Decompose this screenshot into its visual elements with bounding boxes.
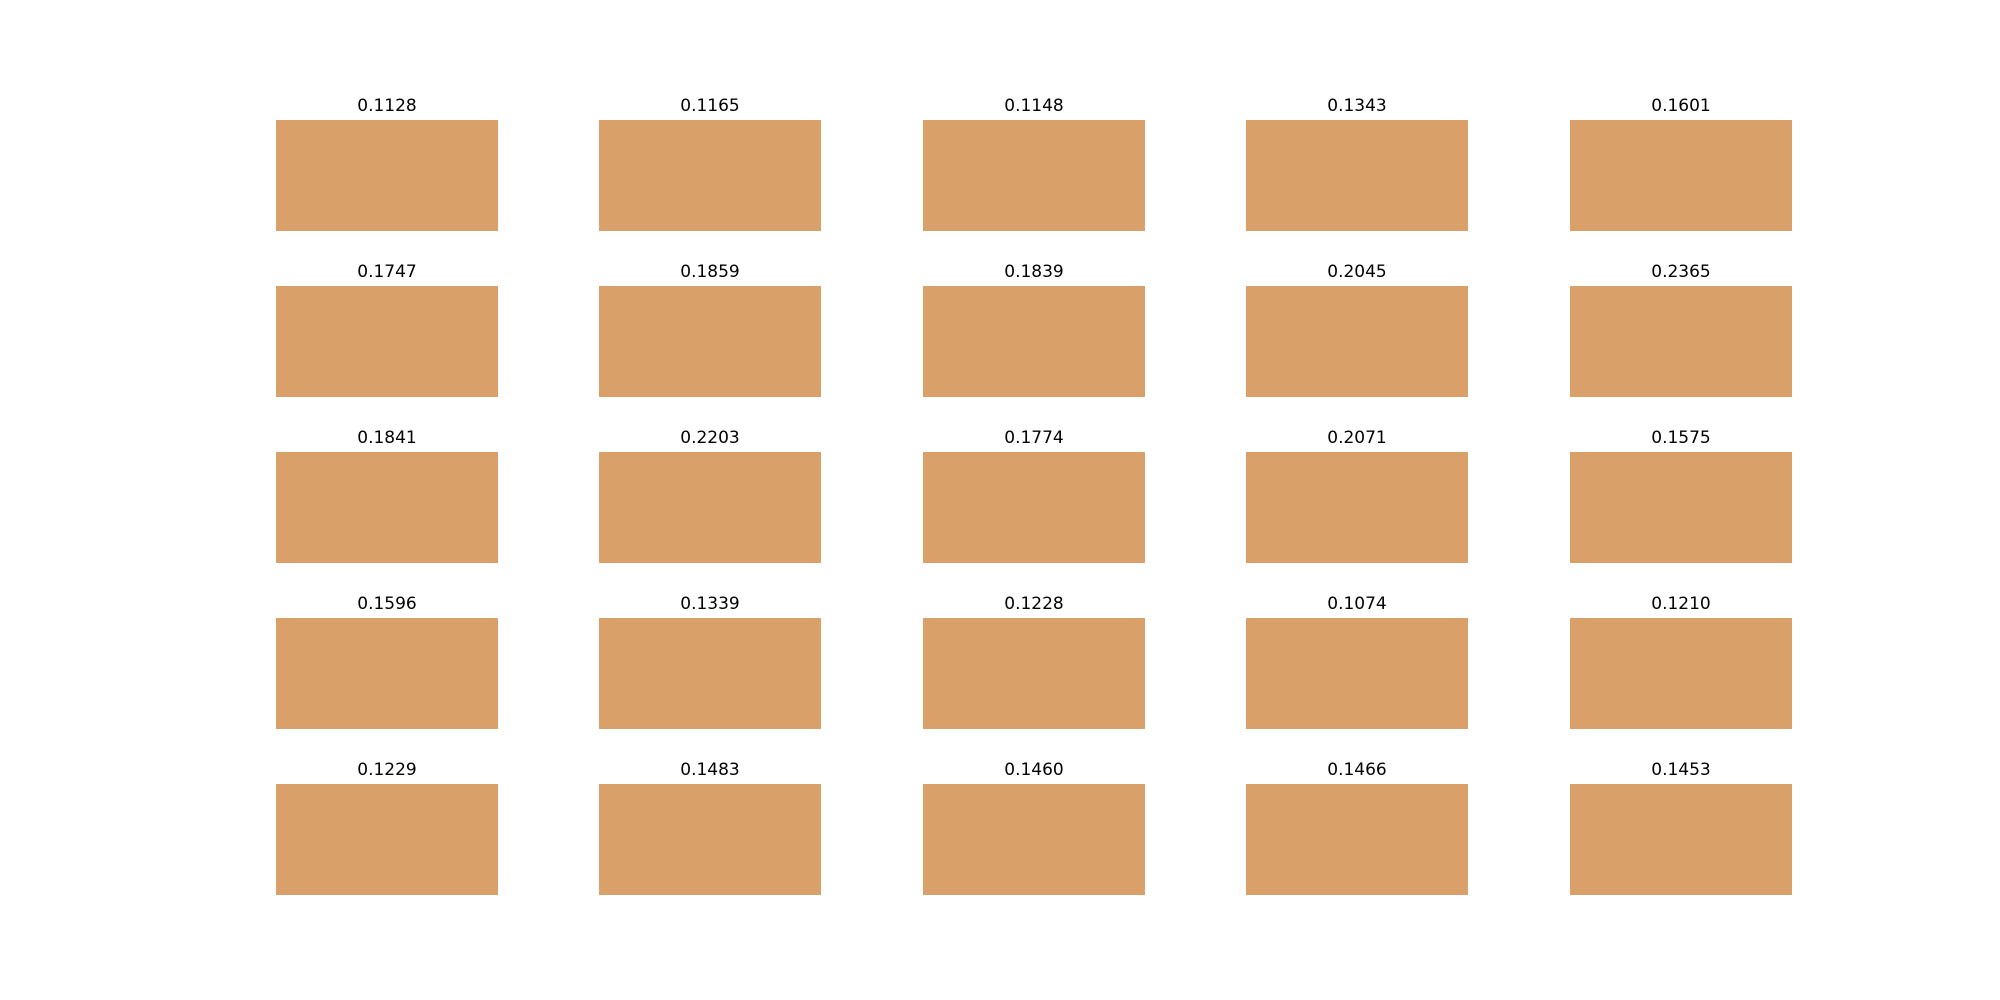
subplot-title: 0.2071 — [1327, 428, 1387, 448]
subplot-title: 0.1074 — [1327, 594, 1387, 614]
subplot-title: 0.2203 — [680, 428, 740, 448]
panorama-thumbnail — [599, 784, 821, 895]
subplot-title: 0.1339 — [680, 594, 740, 614]
panorama-thumbnail — [1246, 120, 1468, 231]
panorama-thumbnail — [1570, 452, 1792, 563]
panorama-thumbnail — [599, 618, 821, 729]
panorama-thumbnail — [599, 452, 821, 563]
panorama-thumbnail — [1570, 784, 1792, 895]
panorama-thumbnail — [1246, 618, 1468, 729]
subplot-title: 0.1774 — [1004, 428, 1064, 448]
subplot-title: 0.1747 — [357, 262, 417, 282]
subplot-title: 0.1210 — [1651, 594, 1711, 614]
panorama-thumbnail — [1246, 784, 1468, 895]
subplot-title: 0.1229 — [357, 760, 417, 780]
subplot-title: 0.1343 — [1327, 96, 1387, 116]
panorama-thumbnail — [923, 452, 1145, 563]
subplot-title: 0.1228 — [1004, 594, 1064, 614]
subplot-title: 0.2365 — [1651, 262, 1711, 282]
subplot-title: 0.1453 — [1651, 760, 1711, 780]
subplot-title: 0.1483 — [680, 760, 740, 780]
subplot-title: 0.1839 — [1004, 262, 1064, 282]
panorama-thumbnail — [1570, 618, 1792, 729]
panorama-thumbnail — [599, 286, 821, 397]
subplot-title: 0.1165 — [680, 96, 740, 116]
subplot-title: 0.1148 — [1004, 96, 1064, 116]
panorama-thumbnail — [276, 286, 498, 397]
panorama-thumbnail — [276, 618, 498, 729]
subplot-title: 0.1460 — [1004, 760, 1064, 780]
panorama-thumbnail — [923, 618, 1145, 729]
panorama-thumbnail — [1246, 286, 1468, 397]
panorama-thumbnail — [923, 120, 1145, 231]
panorama-thumbnail — [1246, 452, 1468, 563]
panorama-thumbnail — [276, 784, 498, 895]
subplot-title: 0.1859 — [680, 262, 740, 282]
subplot-title: 0.1841 — [357, 428, 417, 448]
panorama-thumbnail — [1570, 286, 1792, 397]
subplot-title: 0.1601 — [1651, 96, 1711, 116]
subplot-title: 0.1128 — [357, 96, 417, 116]
panorama-thumbnail — [923, 286, 1145, 397]
panorama-thumbnail — [1570, 120, 1792, 231]
panorama-thumbnail — [599, 120, 821, 231]
panorama-thumbnail — [276, 452, 498, 563]
subplot-title: 0.2045 — [1327, 262, 1387, 282]
subplot-title: 0.1596 — [357, 594, 417, 614]
subplot-title: 0.1466 — [1327, 760, 1387, 780]
panorama-thumbnail — [923, 784, 1145, 895]
panorama-thumbnail — [276, 120, 498, 231]
subplot-title: 0.1575 — [1651, 428, 1711, 448]
